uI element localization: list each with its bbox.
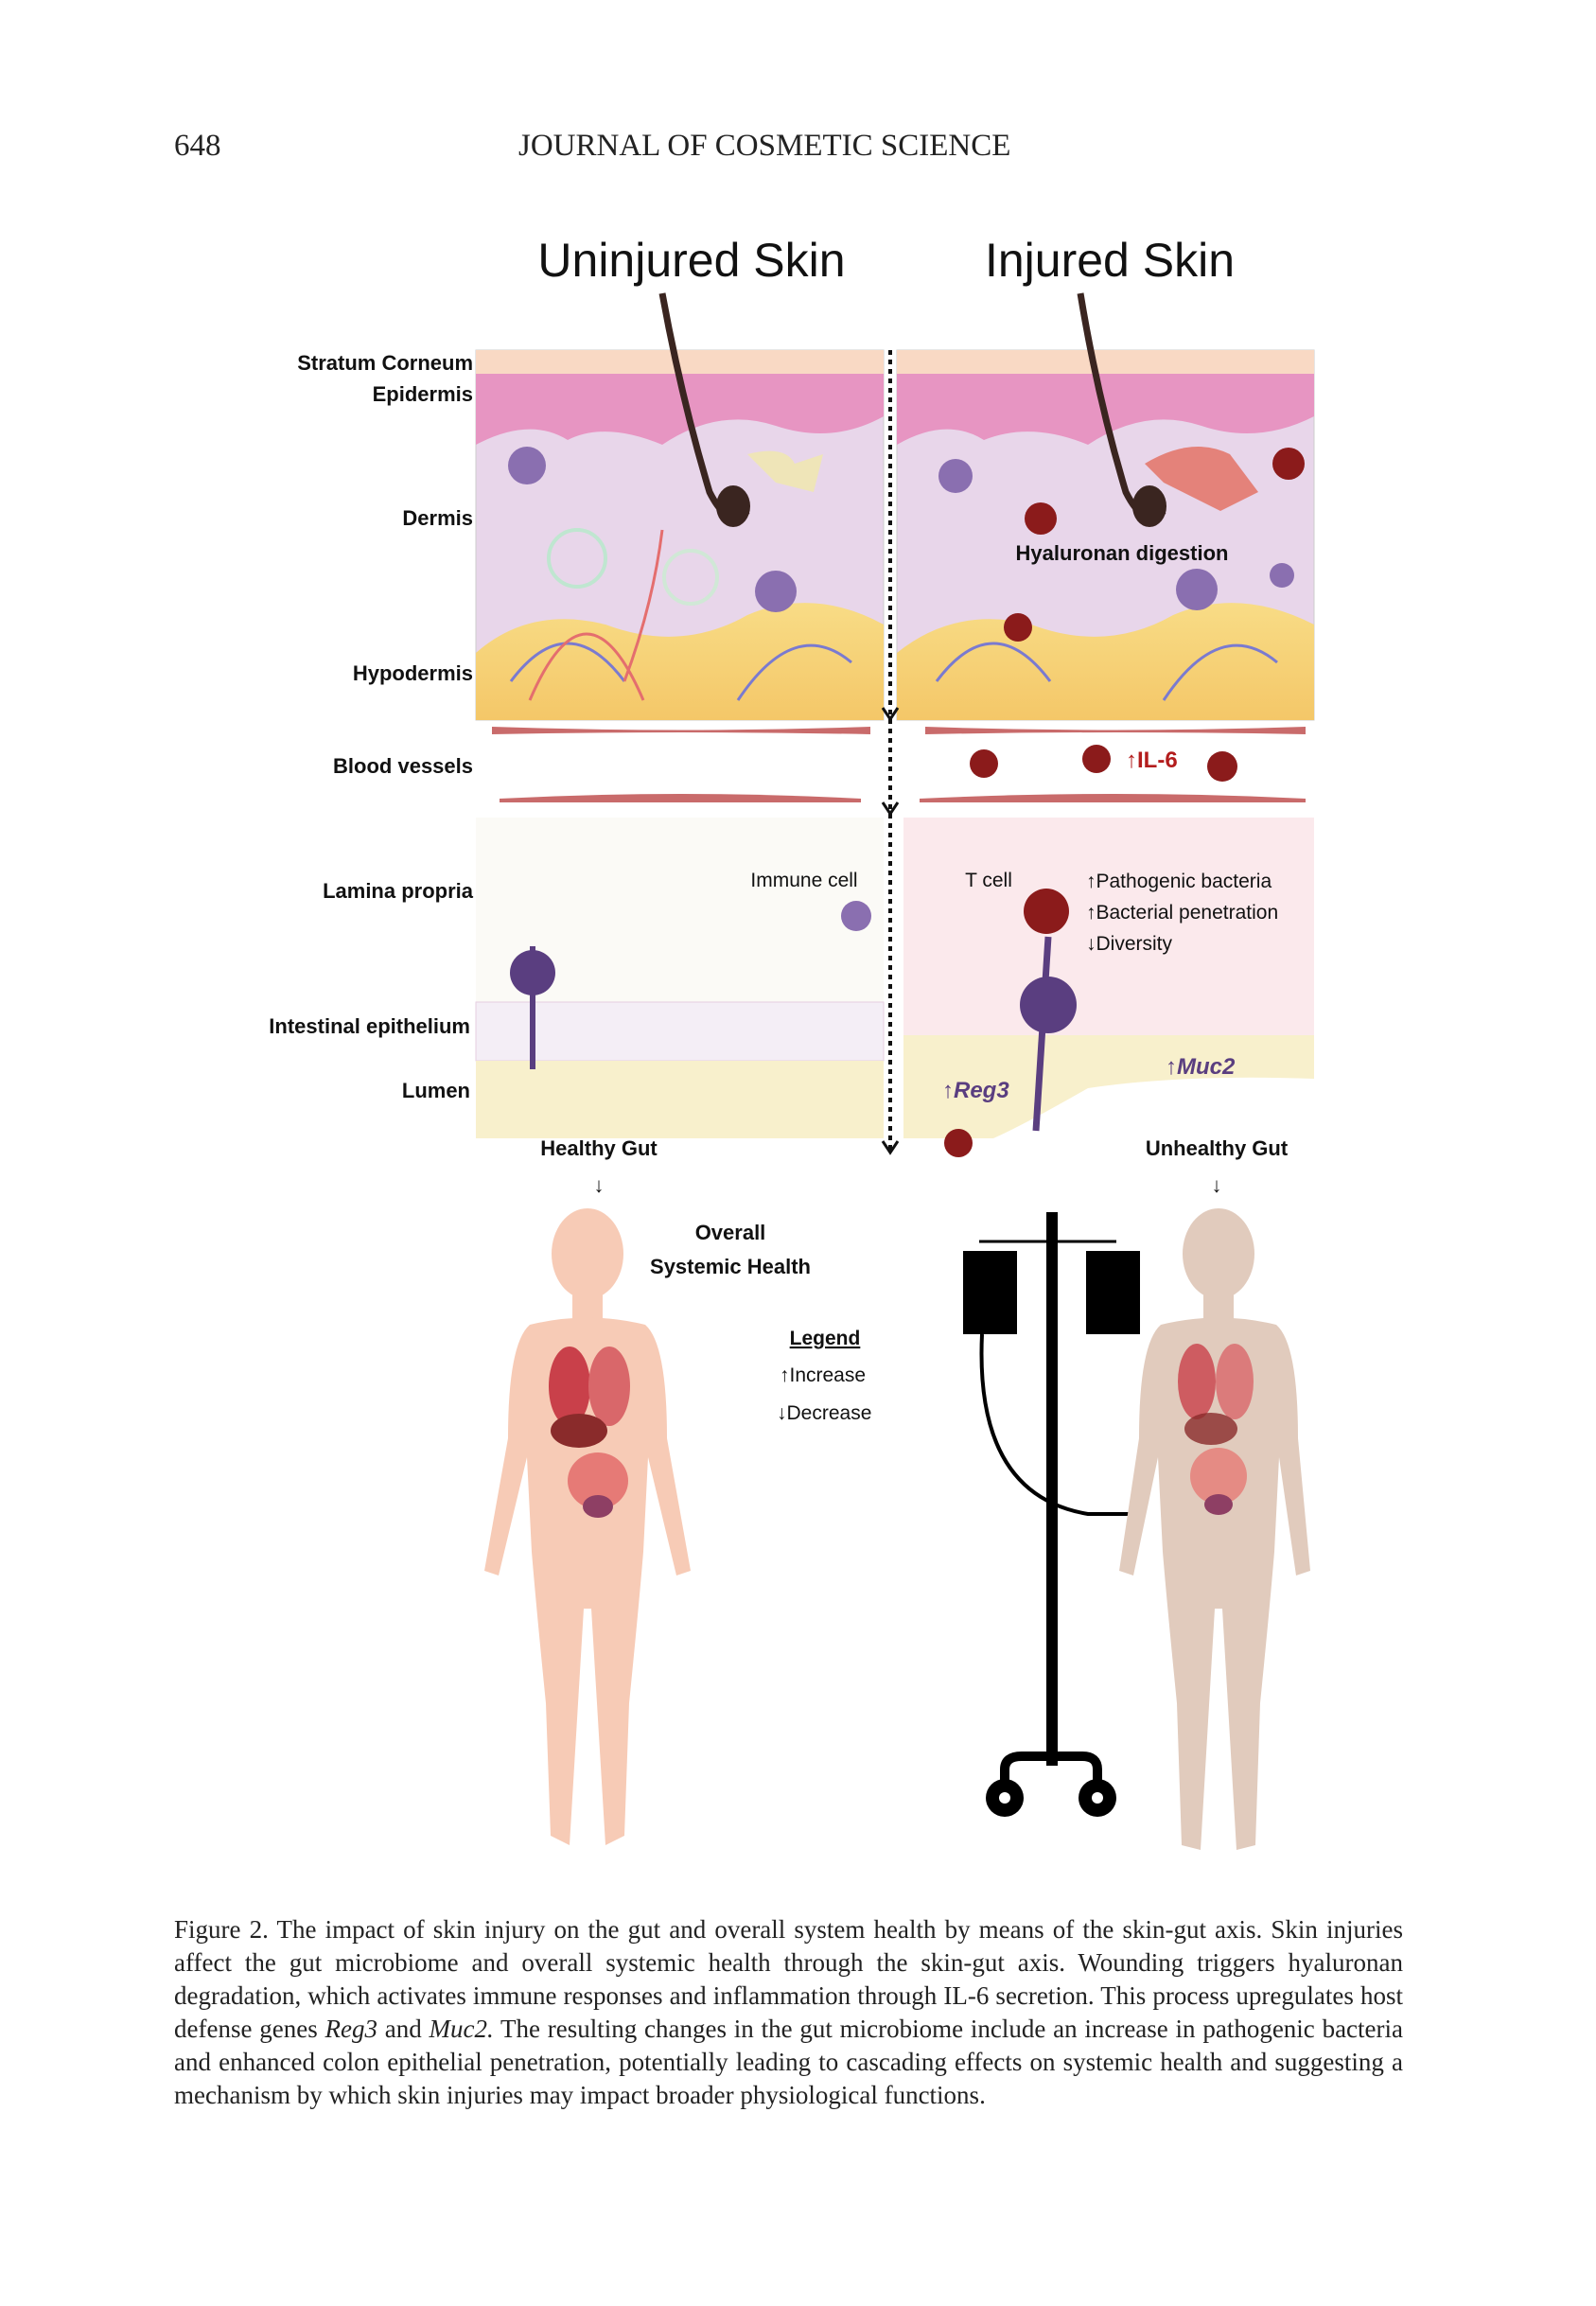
label-dermis: Dermis [402,506,473,530]
label-intestinal-epithelium: Intestinal epithelium [269,1014,470,1038]
caption-label: Figure 2. [174,1915,269,1944]
skin-panel-uninjured [475,292,885,721]
page-number: 648 [174,129,221,163]
annotation-immune-cell: Immune cell [750,870,857,891]
systemic-health-line1: Overall [695,1221,766,1244]
label-hypodermis: Hypodermis [353,661,473,685]
gut-panel-healthy: Immune cell [475,818,885,1138]
legend-increase: ↑Increase [780,1364,866,1386]
annotation-bacterial-penetration: ↑Bacterial penetration [1086,902,1278,924]
annotation-muc2: ↑Muc2 [1166,1054,1236,1080]
annotation-il6: ↑IL-6 [1126,748,1178,773]
label-lumen: Lumen [402,1079,470,1102]
caption-gene-muc2: Muc2. [429,2015,494,2043]
annotation-reg3: ↑Reg3 [942,1078,1009,1103]
caption-text-3: The resulting changes in the gut microbi… [174,2015,1403,2109]
legend: Legend ↑Increase ↓Decrease [777,1328,871,1424]
annotation-diversity: ↓Diversity [1086,933,1173,955]
running-header: JOURNAL OF COSMETIC SCIENCE [518,129,1011,163]
legend-title: Legend [790,1328,861,1349]
arrowheads [881,707,900,1155]
title-uninjured-skin: Uninjured Skin [537,234,845,287]
iv-pole-icon [963,1212,1140,1817]
healthy-body-figure [484,1208,691,1845]
systemic-health-line2: Systemic Health [650,1255,811,1278]
caption-text-1: The impact of skin injury on the gut and… [174,1915,1403,2043]
arrow-healthy: ↓ [594,1173,605,1197]
label-stratum-corneum: Stratum Corneum [297,351,473,375]
gut-panel-unhealthy: T cell ↑Pathogenic bacteria ↑Bacterial p… [903,818,1314,1157]
figure-caption: Figure 2. The impact of skin injury on t… [174,1913,1403,2112]
blood-vessels: ↑IL-6 [492,727,1306,802]
label-healthy-gut: Healthy Gut [540,1136,658,1160]
label-lamina-propria: Lamina propria [323,879,474,903]
annotation-pathogenic-bacteria: ↑Pathogenic bacteria [1086,871,1272,892]
legend-decrease: ↓Decrease [777,1402,871,1424]
label-epidermis: Epidermis [373,382,473,406]
label-blood-vessels: Blood vessels [333,754,473,778]
label-unhealthy-gut: Unhealthy Gut [1146,1136,1289,1160]
annotation-hyaluronan-digestion: Hyaluronan digestion [1016,541,1229,565]
title-injured-skin: Injured Skin [985,234,1235,287]
unhealthy-body-figure [1119,1208,1310,1850]
annotation-t-cell: T cell [965,870,1012,891]
caption-gene-reg3: Reg3 [324,2015,377,2043]
caption-text-2: and [377,2015,430,2043]
skin-panel-injured: Hyaluronan digestion [896,292,1315,721]
arrow-unhealthy: ↓ [1212,1173,1222,1197]
